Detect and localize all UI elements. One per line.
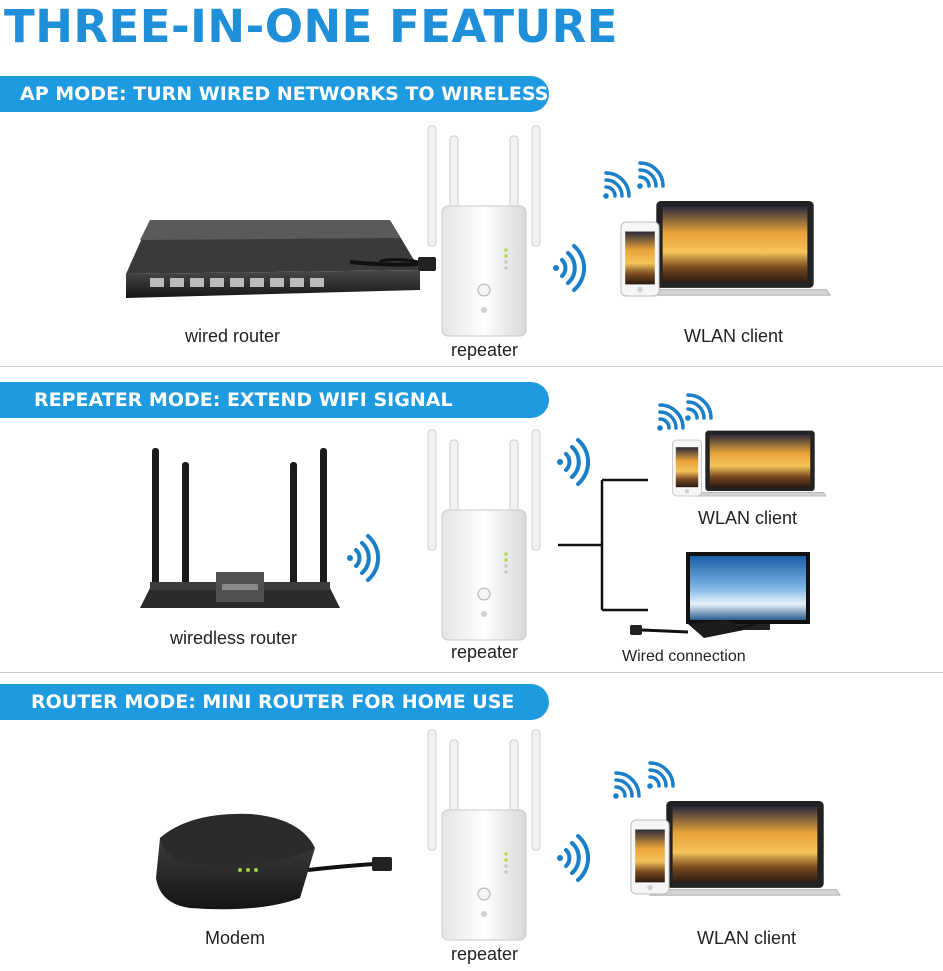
wlan-client-label: WLAN client [697,928,797,948]
cable-icon [630,620,759,638]
section-divider [0,366,943,367]
repeater-mode-banner: REPEATER MODE: EXTEND WIFI SIGNAL [0,382,549,418]
router-mode-banner: ROUTER MODE: MINI ROUTER FOR HOME USE [0,684,549,720]
connection-lines [558,478,648,612]
wlan-client-label: WLAN client [684,326,784,346]
wifi-signal-icon [551,244,587,292]
repeater-label: repeater [451,642,519,662]
repeater-icon [427,729,541,941]
wired-connection-label: Wired connection [622,648,746,665]
repeater-icon [427,429,541,641]
tv-icon [686,552,810,630]
wifi-signal-icon [345,534,381,582]
ap-mode-banner: AP MODE: TURN WIRED NETWORKS TO WIRELESS [0,76,549,112]
laptop-icon [693,430,827,497]
page-title: THREE-IN-ONE FEATURE [4,0,619,53]
modem-label: Modem [205,928,266,948]
phone-icon [672,439,702,497]
phone-icon [630,819,670,895]
wlan-client-label: WLAN client [698,508,798,528]
laptop-icon [649,800,841,896]
wifi-signal-icon [555,834,591,882]
wireless-router-label: wiredless router [170,628,298,648]
section-divider [0,672,943,673]
wired-router-label: wired router [185,326,281,346]
repeater-label: repeater [451,340,519,360]
modem-icon [156,813,315,910]
wireless-router-icon [140,448,340,608]
laptop-icon [639,200,831,296]
phone-icon [620,221,660,297]
repeater-icon [427,125,541,337]
cable-icon [307,857,392,872]
repeater-label: repeater [451,944,519,964]
wired-router-icon [126,220,425,298]
cable-icon [349,257,436,271]
